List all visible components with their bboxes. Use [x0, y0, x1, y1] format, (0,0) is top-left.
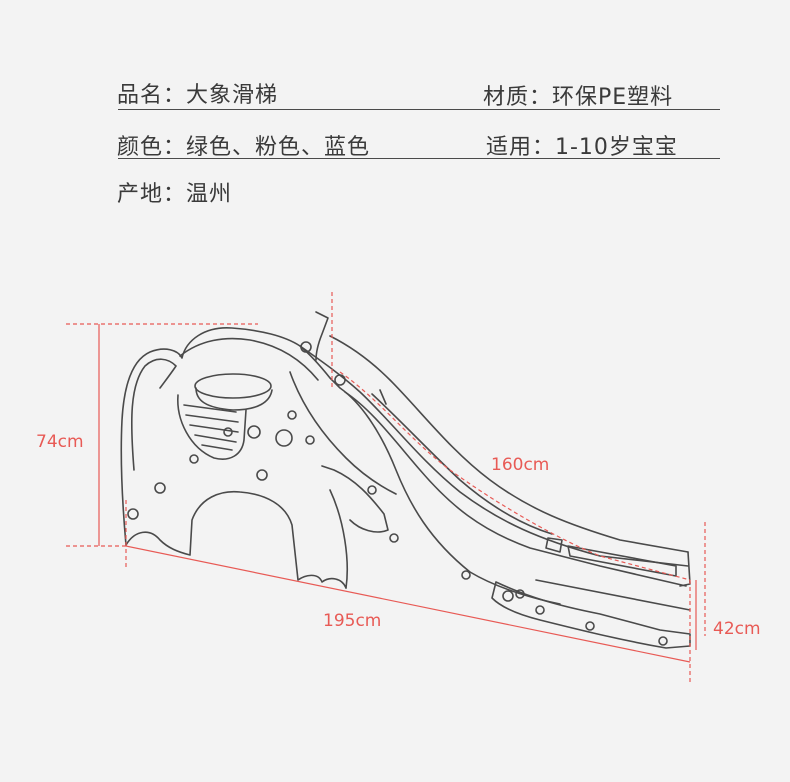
divider: [118, 109, 720, 110]
height-dimension-label: 74cm: [36, 432, 84, 452]
spec-origin: 产地：温州: [117, 182, 233, 207]
spec-name: 品名：大象滑梯: [117, 83, 279, 108]
end-height-dimension-label: 42cm: [713, 619, 761, 639]
divider: [118, 158, 720, 159]
spec-age: 适用：1-10岁宝宝: [486, 135, 678, 160]
slide-length-dimension-label: 160cm: [491, 455, 550, 475]
spec-color: 颜色：绿色、粉色、蓝色: [117, 135, 371, 160]
spec-material: 材质：环保PE塑料: [483, 85, 674, 110]
total-length-dimension-label: 195cm: [323, 611, 382, 631]
